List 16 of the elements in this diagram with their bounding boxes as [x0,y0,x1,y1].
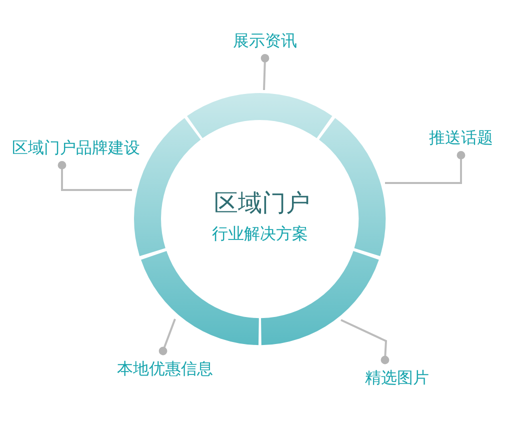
center-title: 区域门户 [214,189,310,218]
segment-label: 本地优惠信息 [117,359,213,378]
ring-segment [187,93,333,138]
leader-line [58,161,132,191]
segment-label: 推送话题 [429,128,493,148]
leader-line [340,319,390,364]
leader-line [260,54,270,90]
ring-segment [261,250,380,345]
center-subtitle: 行业解决方案 [212,224,308,244]
segment-label: 精选图片 [365,368,429,388]
leader-line [158,318,176,356]
ring-segment [319,118,386,256]
segment-label: 展示资讯 [233,31,297,50]
ring-segment [140,250,259,345]
segment-label: 区域门户品牌建设 [12,138,140,158]
leader-line [385,151,466,184]
